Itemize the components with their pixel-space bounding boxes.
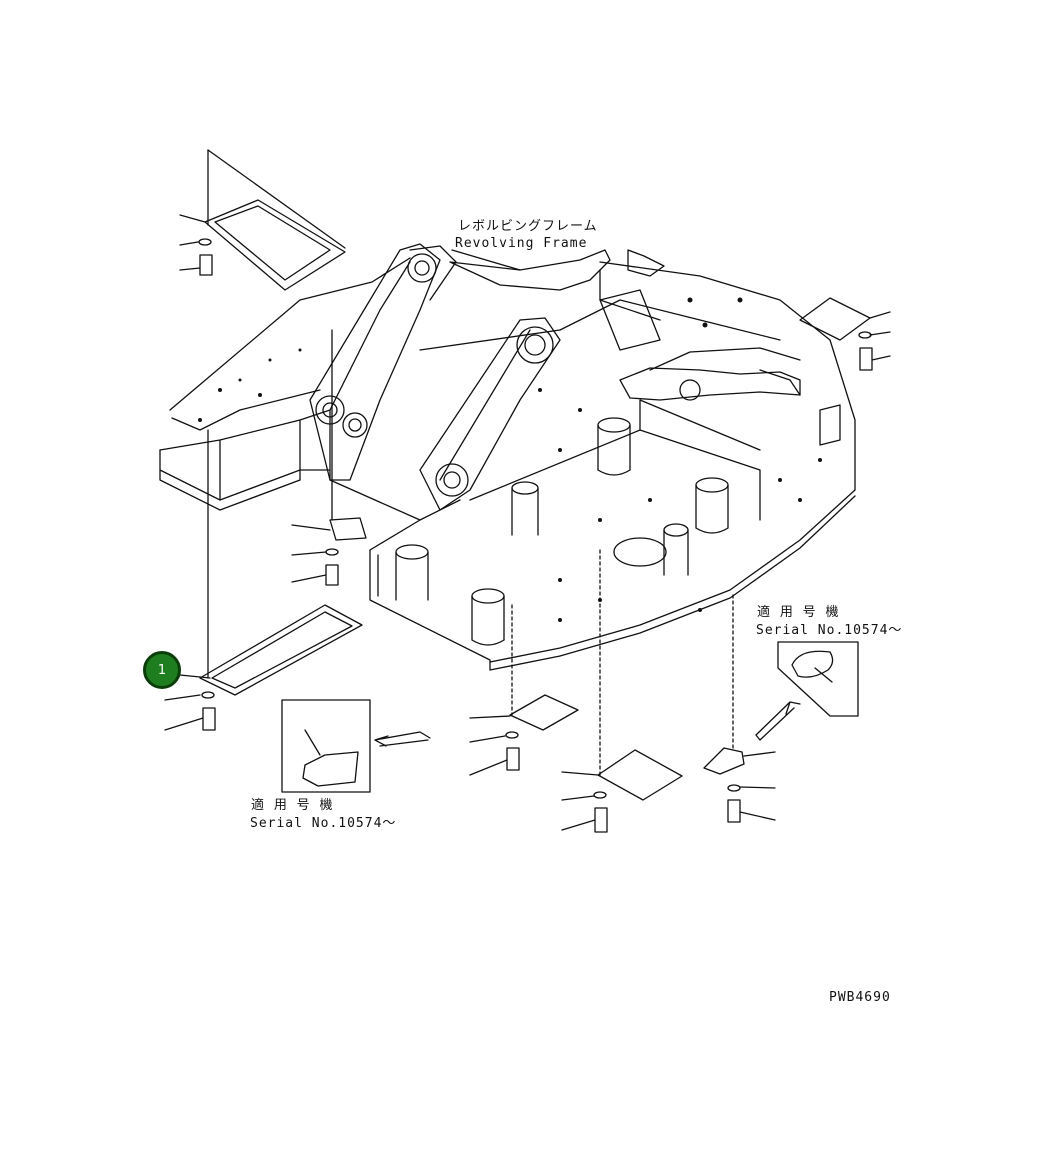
right-cover: [799, 297, 891, 371]
bottom-covers: [469, 549, 776, 833]
frame-outline: [159, 257, 856, 671]
rear-brackets: [599, 249, 841, 446]
floor-holes: [198, 297, 822, 622]
callout-1-button[interactable]: 1: [143, 651, 181, 689]
floor-cylinders: [395, 417, 729, 646]
callout-number: 1: [157, 662, 167, 678]
mid-left-plate: [291, 329, 367, 586]
frame-label-japanese: レボルビングフレーム: [458, 219, 598, 234]
serial-note-right-japanese: 適 用 号 機: [757, 605, 840, 620]
frame-label-english: Revolving Frame: [455, 236, 588, 251]
top-left-cover: [179, 149, 346, 291]
frame-label-leader: [451, 249, 521, 271]
right-inset-box: [755, 641, 859, 741]
drawing-id: PWB4690: [829, 990, 891, 1005]
boom-brackets: [309, 243, 611, 511]
left-inset-box: [281, 699, 431, 793]
under-cover-1: [164, 429, 363, 731]
serial-note-right-serial: Serial No.10574～: [756, 623, 903, 638]
serial-note-left-japanese: 適 用 号 機: [251, 798, 334, 813]
serial-note-left-serial: Serial No.10574～: [250, 816, 397, 831]
